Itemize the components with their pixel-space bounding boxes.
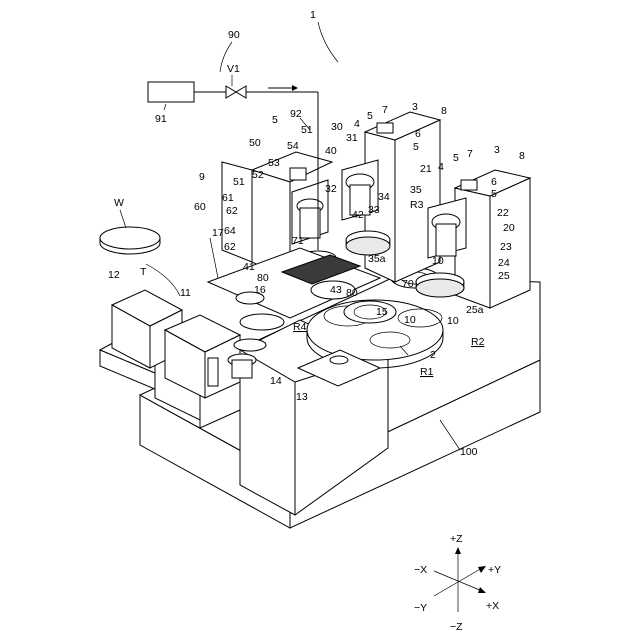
label-80-right: 80 xyxy=(346,287,358,299)
label-32: 32 xyxy=(325,183,337,195)
label-5-e: 5 xyxy=(272,114,278,126)
label-51-side: 51 xyxy=(233,176,245,188)
axis-label-minus-y: −Y xyxy=(414,602,427,614)
label-4-right: 4 xyxy=(438,161,444,173)
axis-indicator xyxy=(434,547,486,612)
label-34: 34 xyxy=(378,191,390,203)
label-64: 64 xyxy=(224,225,236,237)
axis-label-plus-y: +Y xyxy=(488,564,501,576)
label-7-right: 7 xyxy=(467,148,473,160)
label-7-left: 7 xyxy=(382,104,388,116)
label-91: 91 xyxy=(155,113,167,125)
label-6-right: 6 xyxy=(491,176,497,188)
label-80-left: 80 xyxy=(257,272,269,284)
label-10-center: 10 xyxy=(432,255,444,267)
label-61: 61 xyxy=(222,192,234,204)
label-T: T xyxy=(140,266,147,278)
label-V1: V1 xyxy=(227,63,240,75)
label-100: 100 xyxy=(460,446,478,458)
axis-label-minus-x: −X xyxy=(414,564,427,576)
label-92: 92 xyxy=(290,108,302,120)
label-35: 35 xyxy=(410,184,422,196)
label-43: 43 xyxy=(330,284,342,296)
label-9: 9 xyxy=(199,171,205,183)
label-2: 2 xyxy=(430,349,436,361)
label-8-left: 8 xyxy=(441,105,447,117)
label-13: 13 xyxy=(296,391,308,403)
label-4-left: 4 xyxy=(354,118,360,130)
label-50: 50 xyxy=(249,137,261,149)
label-22: 22 xyxy=(497,207,509,219)
label-41: 41 xyxy=(243,261,255,273)
label-30: 30 xyxy=(331,121,343,133)
label-R4: R4 xyxy=(293,321,307,333)
label-8-right: 8 xyxy=(519,150,525,162)
label-42: 42 xyxy=(352,209,364,221)
label-W: W xyxy=(114,197,124,209)
label-R3: R3 xyxy=(410,199,424,211)
transfer-robot-16 xyxy=(240,314,284,330)
label-5-a: 5 xyxy=(367,110,373,122)
label-12: 12 xyxy=(108,269,120,281)
label-60: 60 xyxy=(194,201,206,213)
label-71: 71 xyxy=(292,235,304,247)
label-5-c: 5 xyxy=(453,152,459,164)
wafer xyxy=(100,227,160,254)
label-23: 23 xyxy=(500,241,512,253)
label-10-right: 10 xyxy=(447,315,459,327)
label-52: 52 xyxy=(252,169,264,181)
label-11: 11 xyxy=(180,287,191,299)
label-31: 31 xyxy=(346,132,358,144)
label-53: 53 xyxy=(268,157,280,169)
label-25: 25 xyxy=(498,270,510,282)
label-R1: R1 xyxy=(420,366,434,378)
label-14: 14 xyxy=(270,375,282,387)
label-1: 1 xyxy=(310,9,316,21)
label-10-left: 10 xyxy=(404,314,416,326)
label-62-upper: 62 xyxy=(226,205,238,217)
label-54: 54 xyxy=(287,140,299,152)
label-R2: R2 xyxy=(471,336,485,348)
label-21: 21 xyxy=(420,163,432,175)
label-16: 16 xyxy=(254,284,266,296)
label-3-right: 3 xyxy=(494,144,500,156)
label-24: 24 xyxy=(498,257,510,269)
label-25a: 25a xyxy=(466,304,484,316)
label-51-top: 51 xyxy=(301,124,313,136)
axis-labels: +Z −Z −X +Y −Y +X xyxy=(414,533,501,633)
label-3-left: 3 xyxy=(412,101,418,113)
label-6-left: 6 xyxy=(415,128,421,140)
label-40: 40 xyxy=(325,145,337,157)
label-5-d: 5 xyxy=(491,188,497,200)
label-17: 17 xyxy=(212,227,224,239)
axis-label-minus-z: −Z xyxy=(450,621,463,633)
label-20: 20 xyxy=(503,222,515,234)
label-70: 70 xyxy=(402,278,414,290)
label-35a: 35a xyxy=(368,253,386,265)
axis-label-plus-x: +X xyxy=(486,600,499,612)
label-90: 90 xyxy=(228,29,240,41)
label-62-lower: 62 xyxy=(224,241,236,253)
label-5-b: 5 xyxy=(413,141,419,153)
label-15: 15 xyxy=(376,306,388,318)
axis-label-plus-z: +Z xyxy=(450,533,463,545)
label-33: 33 xyxy=(368,204,380,216)
